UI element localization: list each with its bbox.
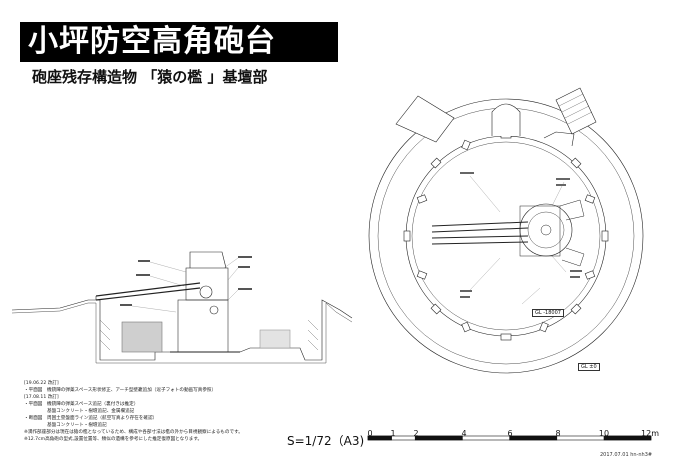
page-subtitle: 砲座残存構造物 「猿の檻 」基壇部 [32,68,268,86]
note-line: 基盤コンクリート・樹壇追記、金属欄追記 [24,409,135,414]
scale-tick: 10 [598,429,610,438]
scale-tick: 4 [461,429,467,438]
credit-text: 2017.07.01 hn-nh3# [600,452,653,458]
plan-drawing [368,87,644,374]
gl-label-1: GL -18007 [532,309,564,317]
section-drawing [11,251,353,364]
scale-bar [367,435,652,441]
scale-tick: 0 [367,429,373,438]
scale-tick: 6 [507,429,513,438]
note-line: [17.08.11 改訂] [24,395,59,400]
gl-label-2: GL ±0 [578,363,600,371]
note-line: ※12.7cm高角砲の型式,設置位置等、類似の遺構を参考にした推定復原図となりま… [24,437,203,442]
page-title: 小坪防空高角砲台 [28,24,276,59]
scale-tick: 12m [641,429,659,438]
scale-label: S=1/72（A3) [287,434,365,448]
note-line: ・断面図 周囲土塁盤面ライン追記（航空写真より存在を確認） [24,416,158,421]
title-block [20,22,338,62]
note-line: ※満作部座部分は現在は猿の檻となっているため、構成や各部寸法は檻の外から目視観察… [24,430,243,435]
scale-tick: 8 [555,429,561,438]
scale-tick: 1 [390,429,396,438]
revision-notes: [19.06.22 改訂] ・平面図 機銃陣の弾薬スペース形状修正、アーチ型壁龕… [24,380,324,443]
note-line: 基盤コンクリート・樹壇追記 [24,423,107,428]
note-line: [19.06.22 改訂] [24,381,59,386]
note-line: ・平面図 機銃陣の弾薬スペース追記（裏付きは推定） [24,402,139,407]
note-line: ・平面図 機銃陣の弾薬スペース形状修正、アーチ型壁龕追加（逗子フォトの動画写真参… [24,388,217,393]
scale-tick: 2 [413,429,419,438]
